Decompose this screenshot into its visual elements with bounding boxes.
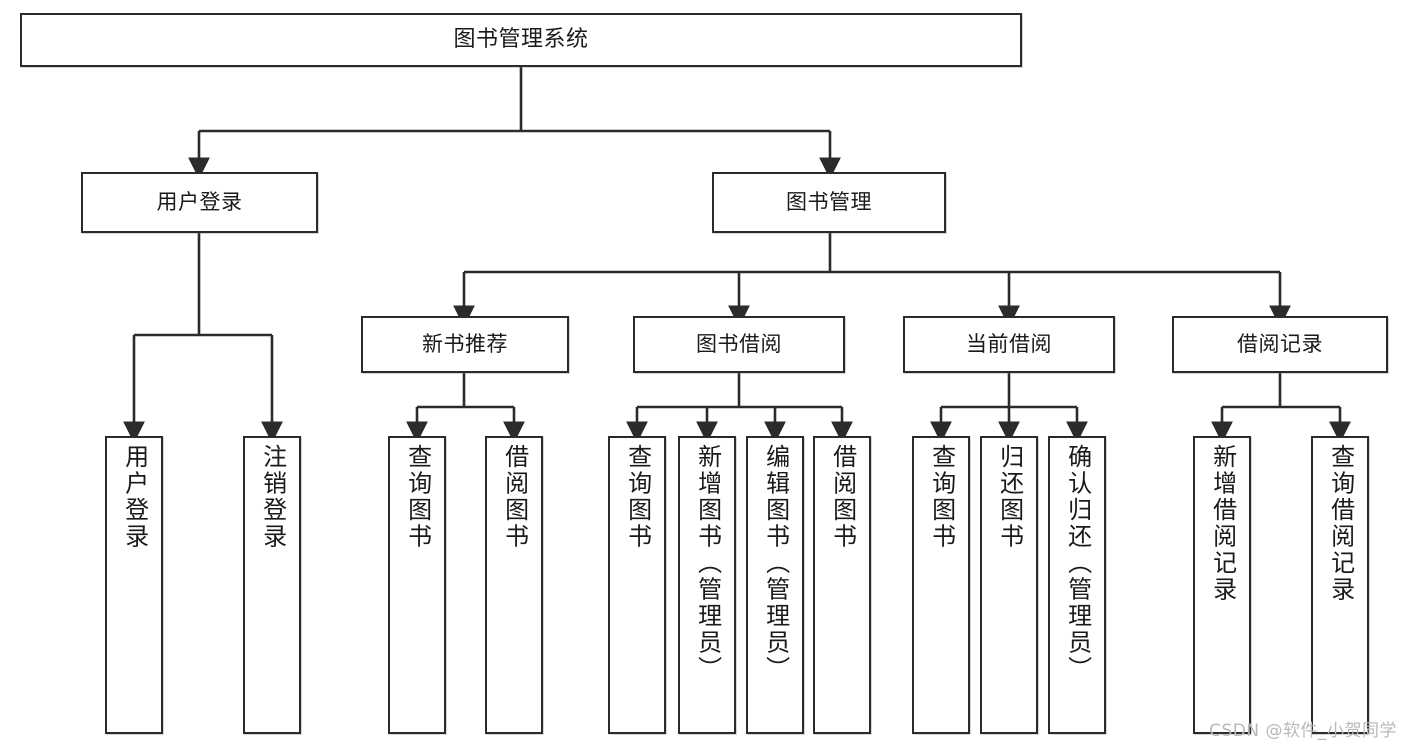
leaf-borrow-book-1[interactable]: 借阅图书 — [485, 436, 543, 734]
leaf-logout-label: 注销登录 — [258, 444, 287, 550]
node-book-borrow[interactable]: 图书借阅 — [633, 316, 845, 373]
leaf-confirm-return[interactable]: 确认归还（管理员） — [1048, 436, 1106, 734]
leaf-user-login[interactable]: 用户登录 — [105, 436, 163, 734]
leaf-borrow-book-2-label: 借阅图书 — [828, 444, 857, 550]
leaf-query-book-2[interactable]: 查询图书 — [608, 436, 666, 734]
leaf-return-book[interactable]: 归还图书 — [980, 436, 1038, 734]
leaf-edit-book[interactable]: 编辑图书（管理员） — [746, 436, 804, 734]
node-borrow-record-label: 借阅记录 — [1237, 332, 1323, 357]
leaf-borrow-book-1-label: 借阅图书 — [500, 444, 529, 550]
leaf-query-record[interactable]: 查询借阅记录 — [1311, 436, 1369, 734]
node-root[interactable]: 图书管理系统 — [20, 13, 1022, 67]
node-new-book-recommend-label: 新书推荐 — [422, 332, 508, 357]
leaf-user-login-label: 用户登录 — [120, 444, 149, 550]
leaf-query-book-3[interactable]: 查询图书 — [912, 436, 970, 734]
leaf-logout[interactable]: 注销登录 — [243, 436, 301, 734]
watermark: CSDN @软件_小贺同学 — [1209, 721, 1397, 741]
leaf-borrow-book-2[interactable]: 借阅图书 — [813, 436, 871, 734]
leaf-query-book-1[interactable]: 查询图书 — [388, 436, 446, 734]
node-new-book-recommend[interactable]: 新书推荐 — [361, 316, 569, 373]
leaf-add-book[interactable]: 新增图书（管理员） — [678, 436, 736, 734]
node-borrow-record[interactable]: 借阅记录 — [1172, 316, 1388, 373]
node-user-login[interactable]: 用户登录 — [81, 172, 318, 233]
node-book-borrow-label: 图书借阅 — [696, 332, 782, 357]
leaf-edit-book-label: 编辑图书（管理员） — [761, 444, 790, 683]
node-root-label: 图书管理系统 — [453, 27, 589, 53]
leaf-query-book-1-label: 查询图书 — [403, 444, 432, 550]
node-user-login-label: 用户登录 — [156, 190, 243, 215]
leaf-query-book-3-label: 查询图书 — [927, 444, 956, 550]
leaf-add-record-label: 新增借阅记录 — [1208, 444, 1237, 603]
leaf-confirm-return-label: 确认归还（管理员） — [1063, 444, 1092, 683]
leaf-query-book-2-label: 查询图书 — [623, 444, 652, 550]
node-book-manage[interactable]: 图书管理 — [712, 172, 946, 233]
leaf-add-book-label: 新增图书（管理员） — [693, 444, 722, 683]
leaf-query-record-label: 查询借阅记录 — [1326, 444, 1355, 603]
node-current-borrow[interactable]: 当前借阅 — [903, 316, 1115, 373]
leaf-add-record[interactable]: 新增借阅记录 — [1193, 436, 1251, 734]
node-book-manage-label: 图书管理 — [786, 190, 872, 215]
leaf-return-book-label: 归还图书 — [995, 444, 1024, 550]
node-current-borrow-label: 当前借阅 — [966, 332, 1052, 357]
